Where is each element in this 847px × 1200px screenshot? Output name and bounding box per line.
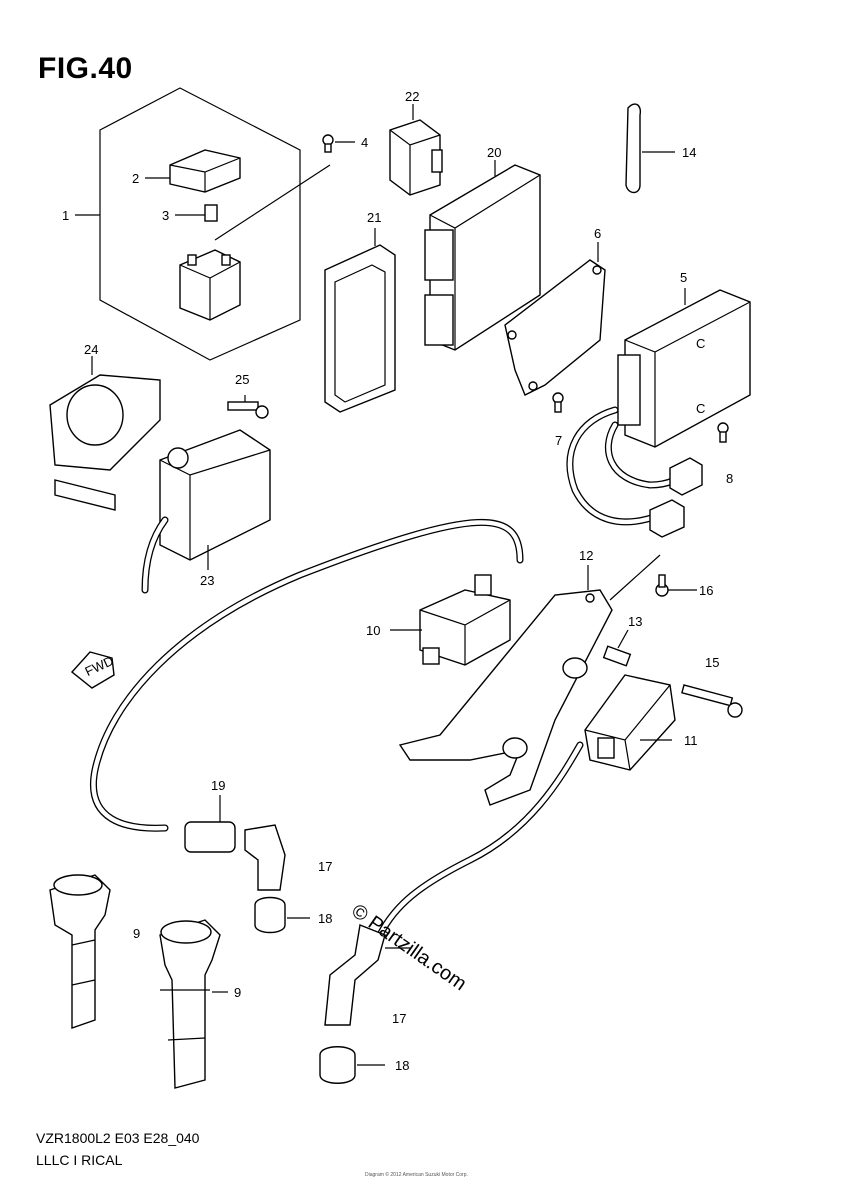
bolt-25[interactable] xyxy=(227,401,269,419)
collar-13[interactable] xyxy=(602,629,632,667)
screw-7[interactable] xyxy=(552,392,564,413)
callout-16: 16 xyxy=(699,583,713,598)
relay-22[interactable] xyxy=(389,104,443,196)
callout-2: 2 xyxy=(132,171,139,186)
screw-4[interactable] xyxy=(322,134,355,153)
callout-15: 15 xyxy=(705,655,719,670)
bracket-24[interactable] xyxy=(49,356,161,511)
callout-12: 12 xyxy=(579,548,593,563)
coil-bracket-12[interactable] xyxy=(398,554,661,806)
seal-18b[interactable] xyxy=(319,1046,385,1084)
bracket-6[interactable] xyxy=(504,242,606,396)
forward-arrow-icon: FWD xyxy=(70,651,116,689)
callout-17b: 17 xyxy=(392,1011,406,1026)
callout-18a: 18 xyxy=(318,911,332,926)
section-name: LLLC I RICAL xyxy=(36,1152,123,1168)
bolt-15[interactable] xyxy=(681,684,743,718)
plug-cap-17b[interactable] xyxy=(324,924,410,1026)
callout-24: 24 xyxy=(84,342,98,357)
screw-8[interactable] xyxy=(717,422,729,443)
callout-1: 1 xyxy=(62,208,69,223)
ecm-unit-20[interactable] xyxy=(424,160,541,351)
ecm-bracket-21[interactable] xyxy=(324,228,396,413)
callout-18b: 18 xyxy=(395,1058,409,1073)
callout-14: 14 xyxy=(682,145,696,160)
svg-text:C: C xyxy=(696,336,705,351)
joint-19[interactable] xyxy=(184,795,236,853)
control-unit-5[interactable]: C C xyxy=(617,288,751,448)
callout-4: 4 xyxy=(361,135,368,150)
callout-7: 7 xyxy=(555,433,562,448)
callout-11: 11 xyxy=(684,733,698,748)
strap-14[interactable] xyxy=(625,103,675,194)
callout-9b: 9 xyxy=(234,985,241,1000)
callout-23: 23 xyxy=(200,573,214,588)
callout-9a: 9 xyxy=(133,926,140,941)
copyright-note: Diagram © 2012 American Suzuki Motor Cor… xyxy=(365,1172,468,1178)
stick-coil-9a[interactable] xyxy=(49,874,111,1029)
callout-6: 6 xyxy=(594,226,601,241)
callout-8: 8 xyxy=(726,471,733,486)
svg-text:C: C xyxy=(696,401,705,416)
connector-pair[interactable] xyxy=(649,457,703,538)
callout-22: 22 xyxy=(405,89,419,104)
bolt-16[interactable] xyxy=(655,574,669,597)
seal-18a[interactable] xyxy=(254,896,310,934)
starter-relay-kit[interactable] xyxy=(99,87,331,361)
callout-21: 21 xyxy=(367,210,381,225)
ignition-coil-11[interactable] xyxy=(584,674,676,771)
model-code: VZR1800L2 E03 E28_040 xyxy=(36,1130,200,1146)
callout-17a: 17 xyxy=(318,859,332,874)
callout-3: 3 xyxy=(162,208,169,223)
plug-cap-17a[interactable] xyxy=(244,824,286,891)
callout-19: 19 xyxy=(211,778,225,793)
stick-coil-9b[interactable] xyxy=(159,919,228,1089)
module-23[interactable] xyxy=(141,429,271,594)
callout-13: 13 xyxy=(628,614,642,629)
ignition-coil-10[interactable] xyxy=(390,574,511,666)
callout-10: 10 xyxy=(366,623,380,638)
figure-title: FIG.40 xyxy=(38,52,133,85)
callout-5: 5 xyxy=(680,270,687,285)
callout-25: 25 xyxy=(235,372,249,387)
callout-20: 20 xyxy=(487,145,501,160)
